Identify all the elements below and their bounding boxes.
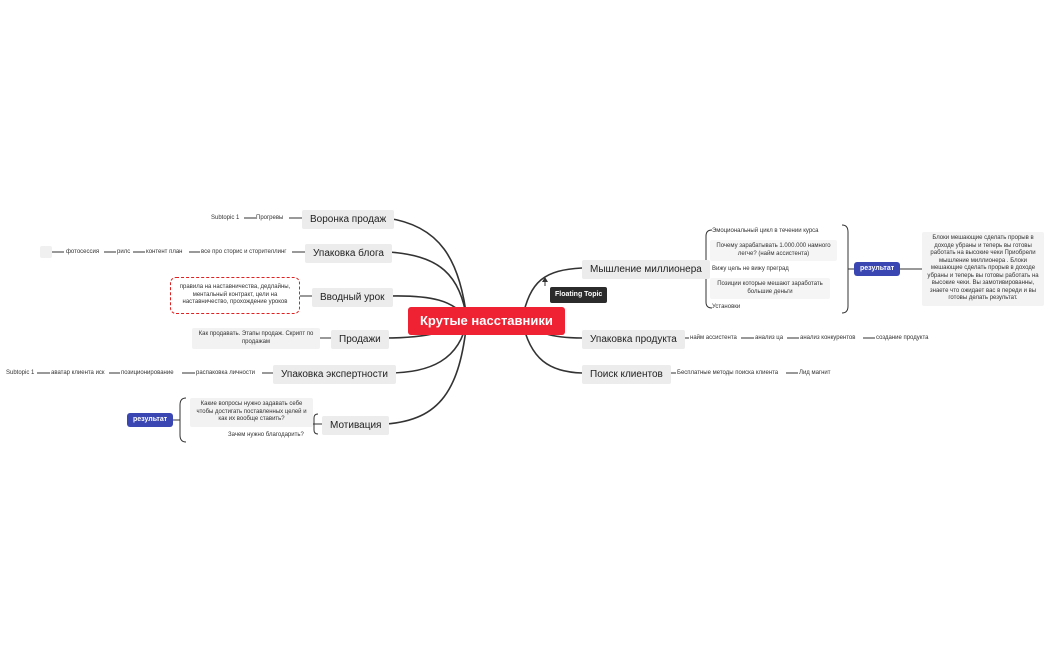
subtopic-prodazhi-note[interactable]: Как продавать. Этапы продаж. Скрипт по п… bbox=[192, 328, 320, 349]
subtopic-sozdanie[interactable]: создание продукта bbox=[876, 334, 929, 342]
subtopic-motiv-q1[interactable]: Какие вопросы нужно задавать себе чтобы … bbox=[190, 398, 313, 427]
subtopic-empty[interactable] bbox=[40, 246, 52, 258]
subtopic-mysh-4[interactable]: Позиции которые мешают заработать больши… bbox=[710, 278, 830, 299]
subtopic-photoshoot[interactable]: фотосессия bbox=[66, 248, 100, 256]
subtopic-vvodny-note[interactable]: правила на наставничества, дедлайны, мен… bbox=[174, 281, 296, 310]
subtopic-analiz-ca[interactable]: анализ ца bbox=[755, 334, 784, 342]
topic-blog[interactable]: Упаковка блога bbox=[305, 244, 392, 263]
subtopic-expert-1[interactable]: Subtopic 1 bbox=[6, 369, 35, 377]
subtopic-progrevy[interactable]: Прогревы bbox=[256, 214, 284, 222]
subtopic-reels[interactable]: рилс bbox=[117, 248, 131, 256]
arrow-head-icon bbox=[542, 277, 548, 282]
result-tag-motiv[interactable]: результат bbox=[127, 413, 174, 427]
subtopic-motiv-q2[interactable]: Зачем нужно благодарить? bbox=[228, 431, 304, 439]
subtopic-lid-magnit[interactable]: Лид магнит bbox=[799, 369, 831, 377]
topic-vvodny[interactable]: Вводный урок bbox=[312, 288, 393, 307]
subtopic-stories[interactable]: все про сторис и сторителлинг bbox=[201, 248, 287, 256]
subtopic-naim[interactable]: найм ассистента bbox=[690, 334, 737, 342]
subtopic-mysh-1[interactable]: Эмоциональный цикл в течении курса bbox=[712, 227, 819, 235]
subtopic-mysh-3[interactable]: Вижу цель не вижу преград bbox=[712, 265, 789, 273]
topic-produkt[interactable]: Упаковка продукта bbox=[582, 330, 685, 349]
subtopic-raspakovka[interactable]: распаковка личности bbox=[196, 369, 255, 377]
central-topic[interactable]: Крутые насставники bbox=[408, 307, 565, 335]
subtopic-content-plan[interactable]: контент план bbox=[146, 248, 183, 256]
topic-mysh[interactable]: Мышление миллионера bbox=[582, 260, 710, 279]
topic-motiv[interactable]: Мотивация bbox=[322, 416, 390, 435]
result-tag-mysh[interactable]: результат bbox=[854, 262, 901, 276]
subtopic-positioning[interactable]: позиционирование bbox=[121, 369, 174, 377]
subtopic-mysh-result[interactable]: Блоки мешающие сделать прорыв в доходе у… bbox=[922, 232, 1044, 306]
topic-expert[interactable]: Упаковка экспертности bbox=[273, 365, 396, 384]
subtopic-besplatnye[interactable]: Бесплатные методы поиска клиента bbox=[677, 369, 779, 377]
topic-poisk[interactable]: Поиск клиентов bbox=[582, 365, 671, 384]
subtopic-avatar[interactable]: аватар клиента иск bbox=[51, 369, 105, 377]
floating-topic[interactable]: Floating Topic bbox=[550, 287, 608, 303]
subtopic-analiz-konk[interactable]: анализ конкурентов bbox=[800, 334, 856, 342]
subtopic-mysh-2[interactable]: Почему зарабатывать 1.000.000 намного ле… bbox=[710, 240, 837, 261]
subtopic-mysh-5[interactable]: Установки bbox=[712, 303, 741, 311]
topic-voronka[interactable]: Воронка продаж bbox=[302, 210, 395, 229]
topic-prodazhi[interactable]: Продажи bbox=[331, 330, 389, 349]
subtopic-voronka-1[interactable]: Subtopic 1 bbox=[211, 214, 240, 222]
